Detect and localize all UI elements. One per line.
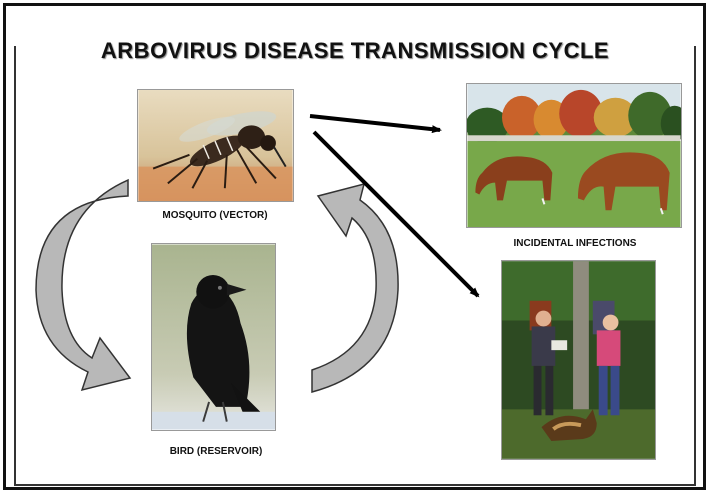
mosquito-icon (138, 90, 293, 201)
horses-image (466, 83, 682, 228)
hikers-image (501, 260, 656, 460)
bird-image (151, 243, 276, 431)
crow-icon (152, 244, 275, 430)
horses-icon (467, 84, 681, 227)
horses-caption: INCIDENTAL INFECTIONS (480, 238, 670, 249)
mosquito-caption: MOSQUITO (VECTOR) (130, 210, 300, 221)
mosquito-image (137, 89, 294, 202)
hikers-icon (502, 261, 655, 459)
bird-caption: BIRD (RESERVOIR) (136, 446, 296, 457)
diagram-title: ARBOVIRUS DISEASE TRANSMISSION CYCLE (0, 38, 710, 64)
